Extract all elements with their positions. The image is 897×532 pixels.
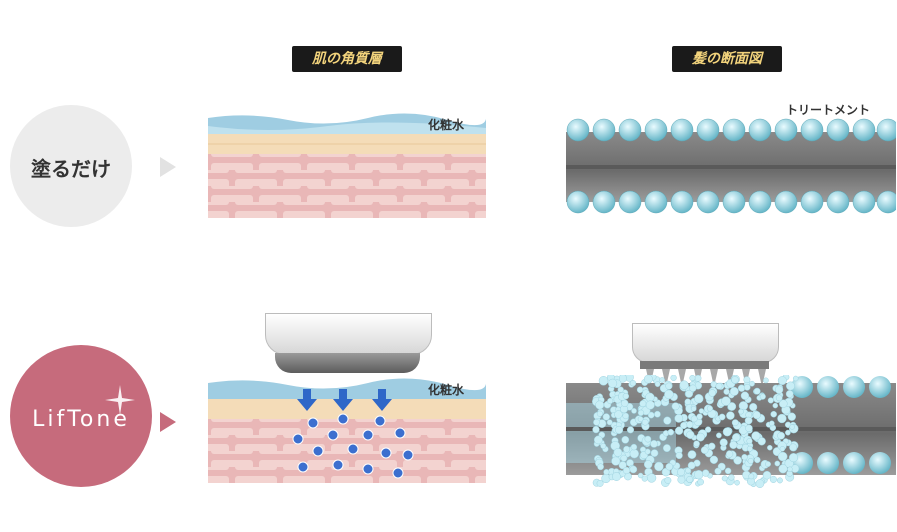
arrow-right-top-icon bbox=[160, 157, 176, 177]
method-label-apply-only-text: 塗るだけ bbox=[31, 157, 111, 181]
hair-header: 髪の断面図 bbox=[672, 46, 782, 72]
hair-header-text: 髪の断面図 bbox=[692, 51, 762, 67]
skin-bottom-lotion-label: 化粧水 bbox=[428, 383, 465, 397]
hair-diagram-top bbox=[566, 118, 896, 214]
arrow-right-bottom-icon bbox=[160, 412, 176, 432]
comb-teeth-icon bbox=[646, 369, 766, 387]
sparkle-icon bbox=[105, 385, 135, 415]
brand-logo-text: LifTone bbox=[32, 407, 130, 432]
device-head-hair bbox=[632, 323, 779, 387]
brand-logo-liftone: LifTone bbox=[10, 345, 152, 487]
device-head-skin bbox=[265, 313, 432, 373]
skin-header: 肌の角質層 bbox=[292, 46, 402, 72]
skin-header-text: 肌の角質層 bbox=[312, 51, 382, 67]
hair-top-treatment-label: トリートメント bbox=[786, 103, 871, 117]
method-label-apply-only: 塗るだけ bbox=[10, 105, 132, 227]
skin-top-lotion-label: 化粧水 bbox=[428, 118, 465, 132]
skin-diagram-bottom bbox=[208, 378, 486, 483]
hair-diagram-bottom bbox=[566, 375, 896, 488]
skin-diagram-top bbox=[208, 113, 486, 218]
